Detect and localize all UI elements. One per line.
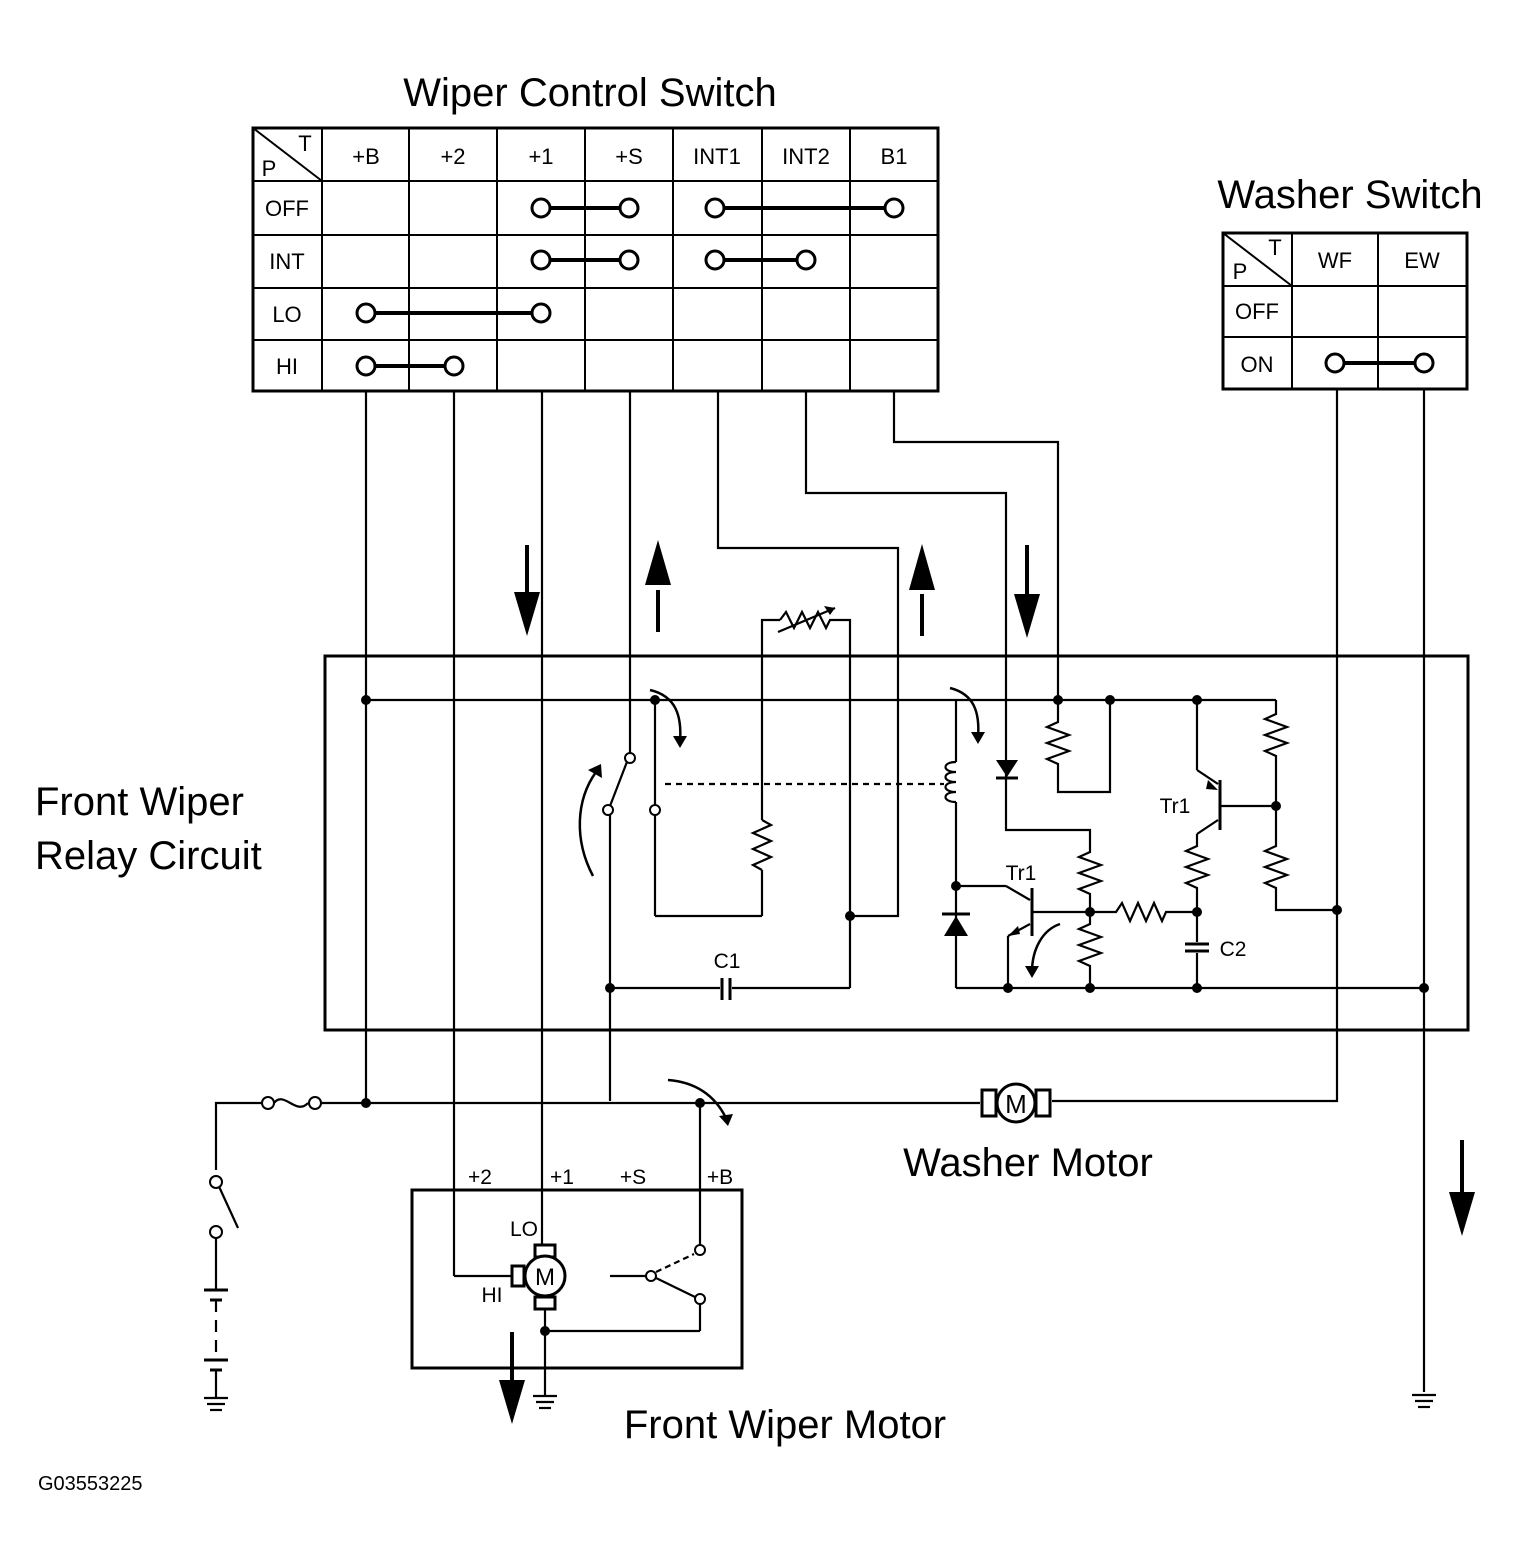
motor-hi-label: HI xyxy=(482,1284,503,1307)
wiper-switch-connection-int-int1-int2 xyxy=(704,249,817,271)
wiper-col-header: INT1 xyxy=(693,144,741,169)
curved-arrows xyxy=(578,686,1061,1126)
motor-terminal-label: +S xyxy=(620,1166,646,1189)
washer-motor-label: Washer Motor xyxy=(903,1141,1153,1185)
relay-title-line2: Relay Circuit xyxy=(35,834,262,878)
wiper-switch-title: Wiper Control Switch xyxy=(403,71,776,115)
wiper-switch-table xyxy=(251,126,940,393)
wiper-switch-connection-lo-b-1 xyxy=(355,302,552,324)
washer-motor-m-label: M xyxy=(1005,1089,1027,1119)
washer-switch-table xyxy=(1221,231,1469,391)
wiper-row-label: INT xyxy=(269,249,304,274)
relay-switch-terminals xyxy=(602,752,661,816)
front-motor-m-label: M xyxy=(535,1264,555,1291)
wiper-switch-connection-off-1-s xyxy=(530,197,640,219)
washer-switch-corner-t: T xyxy=(1268,235,1281,260)
wiper-row-label: OFF xyxy=(265,196,309,221)
washer-switch-connection-on-wf-ew xyxy=(1324,352,1435,374)
flow-arrows xyxy=(499,540,1475,1424)
wiper-switch-connection-hi-b-2 xyxy=(355,355,465,377)
wiper-switch-corner-t: T xyxy=(298,131,311,156)
washer-switch-corner-p: P xyxy=(1233,259,1248,284)
wiper-switch-corner-p: P xyxy=(262,156,277,181)
wiper-switch-connection-int-1-s xyxy=(530,249,640,271)
washer-switch-title: Washer Switch xyxy=(1217,173,1482,217)
motor-terminal-label: +B xyxy=(707,1166,733,1189)
washer-motor-symbol xyxy=(980,1082,1052,1124)
wiper-row-label: LO xyxy=(272,302,301,327)
wiper-col-header: B1 xyxy=(881,144,908,169)
wiper-col-header: +1 xyxy=(528,144,553,169)
front-wiper-motor-box xyxy=(410,1188,744,1370)
motor-terminal-label: +2 xyxy=(468,1166,492,1189)
ground-symbol-washer xyxy=(1412,1393,1436,1409)
washer-col-header: EW xyxy=(1404,248,1440,273)
power-supply-wiring xyxy=(204,1098,980,1412)
front-wiper-motor-label: Front Wiper Motor xyxy=(624,1403,946,1447)
wiper-col-header: +2 xyxy=(440,144,465,169)
fuse-and-switch-terminals xyxy=(209,1096,322,1239)
capacitor-c1-label: C1 xyxy=(714,950,741,973)
motor-lo-label: LO xyxy=(510,1218,538,1241)
relay-circuit-box xyxy=(323,654,1470,1032)
washer-col-header: WF xyxy=(1318,248,1352,273)
capacitor-c2-label: C2 xyxy=(1220,938,1247,961)
switch-wires xyxy=(364,389,1426,1392)
wiper-col-header: INT2 xyxy=(782,144,830,169)
front-wiper-motor-symbol xyxy=(510,1243,706,1410)
relay-title-line1: Front Wiper xyxy=(35,780,244,824)
relay-junction-dots xyxy=(361,695,1429,993)
transistor-tr1-upper-label: Tr1 xyxy=(1160,795,1191,818)
figure-id: G03553225 xyxy=(38,1473,143,1495)
wiper-col-header: +S xyxy=(615,144,643,169)
motor-terminal-label: +1 xyxy=(550,1166,574,1189)
wiper-row-label: HI xyxy=(276,354,298,379)
transistor-tr1-lower-label: Tr1 xyxy=(1006,862,1037,885)
relay-internal-wiring xyxy=(366,606,1424,1101)
wiper-col-header: +B xyxy=(352,144,380,169)
washer-row-label: ON xyxy=(1241,352,1274,377)
wiper-switch-connection-off-int1-b1 xyxy=(704,197,905,219)
washer-row-label: OFF xyxy=(1235,299,1279,324)
